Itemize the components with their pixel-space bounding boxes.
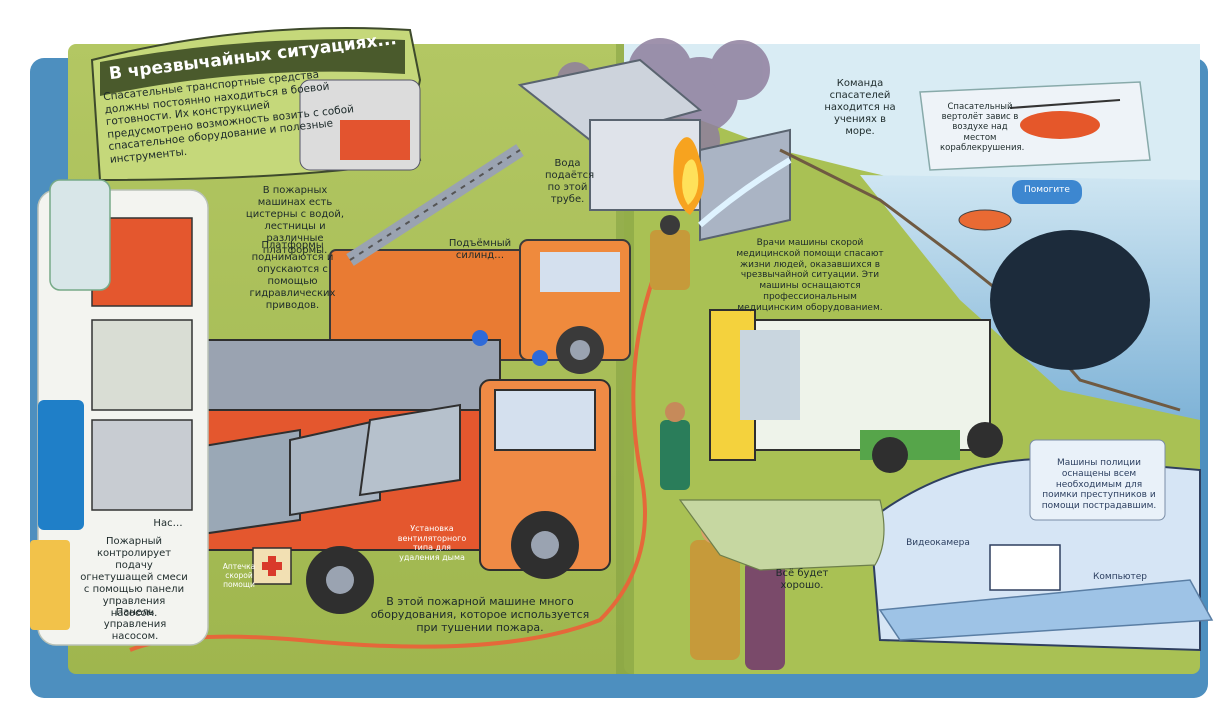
label-fan: Установка вентиляторного типа для удален… [397,524,467,562]
label-assure: Всё будет хорошо. [775,568,829,591]
helicopter-card [919,81,1151,171]
label-platforms: Платформы поднимаются и опускаются с пом… [249,240,336,311]
life-raft [958,209,1012,231]
label-firefighter: Пожарный контролирует подачу огнетушащей… [80,536,188,619]
label-hatch: Нас… [153,518,183,529]
pullout-panel [30,179,209,646]
police-car [868,439,1201,652]
ladder-fire-truck [329,144,631,374]
label-tanks: В пожарных машинах есть цистерны с водой… [245,185,345,256]
label-equipment: В этой пожарной машине много оборудовани… [370,595,590,635]
label-helicopter: Спасательный вертолёт завис в воздухе на… [940,102,1025,153]
main-fire-engine [158,330,611,614]
help-tab-shape [1012,180,1082,204]
burning-house [517,58,791,242]
water-jet [698,157,792,228]
ambulance [709,309,1003,473]
label-doctors: Врачи машины скорой медицинской помощи с… [736,238,884,313]
label-police: Машины полиции оснащены всем необходимым… [1041,458,1157,512]
label-water: Вода подаётся по этой трубе. [545,158,595,205]
popup-flap [878,579,1214,641]
label-team: Команда спасателей находится на учениях … [824,78,896,137]
fire-hose [129,259,662,652]
speech-bubble-shape [678,499,885,571]
label-firstaid: Аптечка скорой помощи [222,562,256,589]
fence [779,148,1181,412]
sea-cave [990,230,1150,370]
label-computer: Компьютер [1093,572,1147,582]
help-tab-label: Помогите [1024,185,1070,195]
label-lift: Подъёмный силинд… [448,238,512,261]
label-camera: Видеокамера [906,538,970,548]
label-panel: Панель управления насосом. [103,607,167,642]
